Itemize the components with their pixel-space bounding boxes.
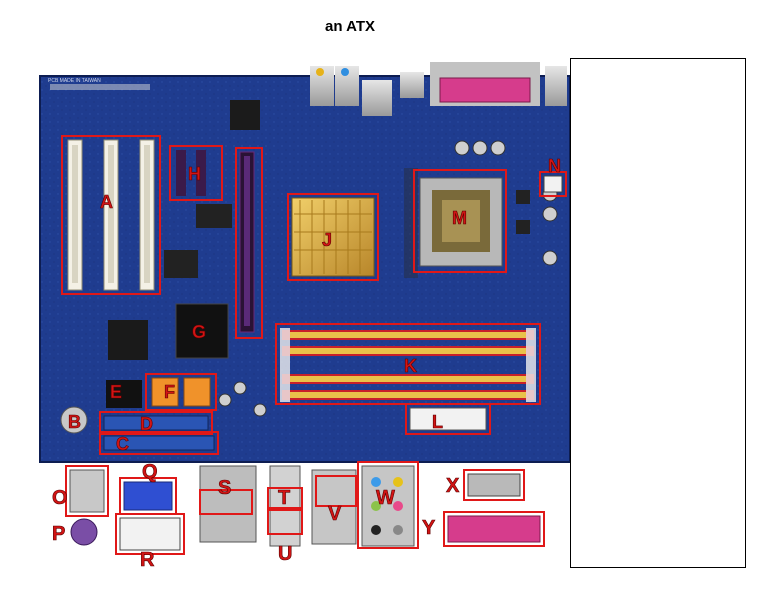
pci-slots [67, 139, 155, 291]
label-y: Y [422, 517, 436, 539]
dimm-slots [280, 328, 536, 402]
label-x: X [446, 475, 460, 497]
label-d: D [140, 414, 153, 434]
label-m: M [452, 208, 467, 228]
label-n: N [548, 156, 561, 176]
northbridge-heatsink [291, 197, 375, 277]
label-k: K [404, 356, 417, 376]
label-o: O [52, 487, 68, 509]
label-c: C [116, 434, 129, 454]
label-u: U [278, 543, 292, 565]
label-g: G [192, 322, 206, 342]
label-f: F [164, 382, 175, 402]
atx-12v-connector [543, 175, 563, 193]
label-t: T [278, 487, 290, 509]
label-h: H [188, 164, 201, 184]
label-b: B [68, 412, 81, 432]
callout-labels: A B C D E F G H J K L M N O P Q R S T U … [52, 156, 562, 572]
pcie-slots [176, 150, 255, 333]
label-s: S [218, 477, 231, 499]
cmos-battery [60, 406, 88, 434]
callout-boxes [61, 135, 567, 555]
label-q: Q [142, 461, 158, 483]
sata-connectors [151, 377, 211, 407]
figure-title: an ATX [324, 18, 375, 35]
label-j: J [322, 230, 332, 250]
label-a: A [100, 192, 113, 212]
answer-box [570, 58, 746, 568]
label-r: R [140, 549, 155, 571]
capacitors [218, 140, 558, 417]
top-io-connectors [310, 62, 567, 116]
label-p: P [52, 523, 65, 545]
atx-power-connector [409, 407, 487, 431]
label-l: L [432, 412, 443, 432]
svg-text:PCB MADE IN TAIWAN: PCB MADE IN TAIWAN [48, 78, 101, 84]
rear-io-panel [69, 465, 541, 551]
label-e: E [110, 382, 122, 402]
ide-connectors [103, 415, 215, 451]
label-v: V [328, 503, 342, 525]
chips [106, 100, 260, 408]
label-w: W [376, 487, 395, 509]
